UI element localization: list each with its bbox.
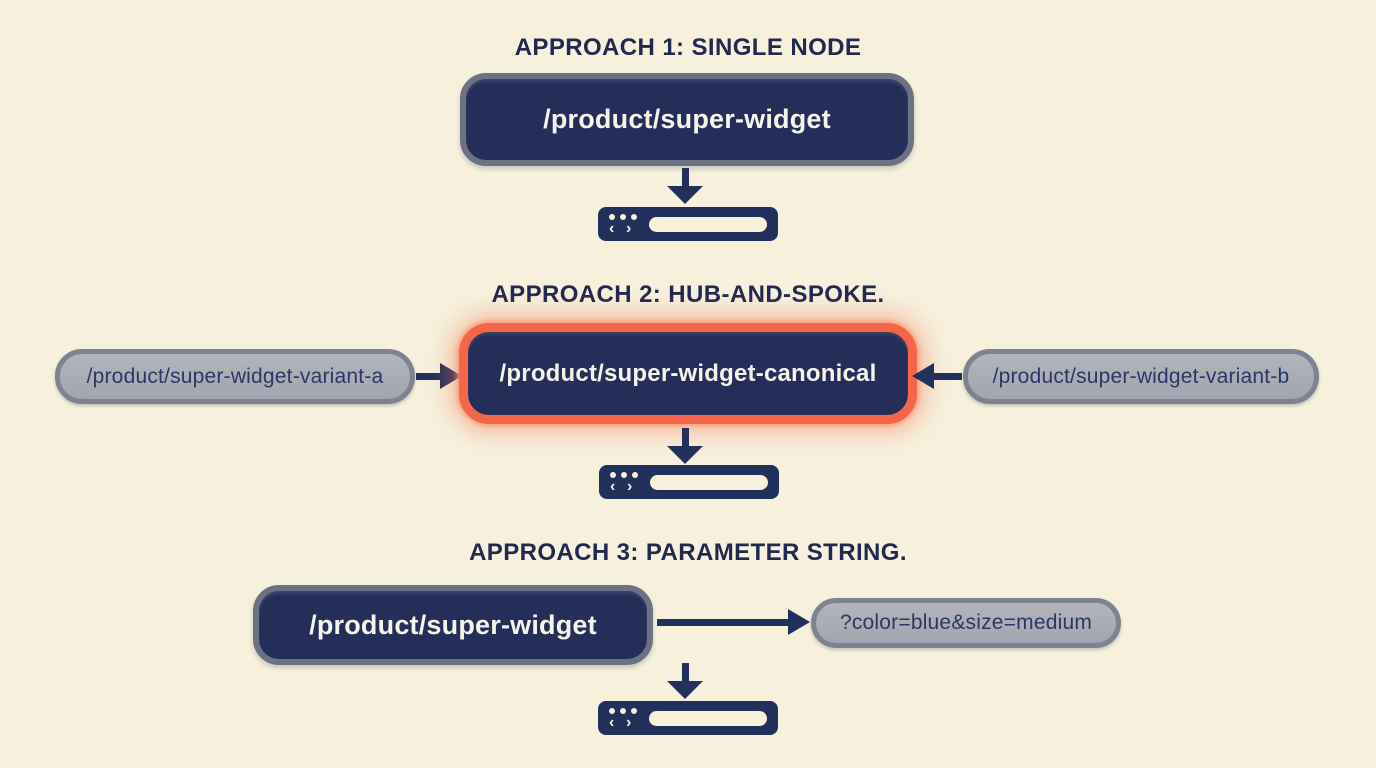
approach-3-url-node: /product/super-widget <box>253 585 653 665</box>
browser-forward-icon: › <box>627 478 633 495</box>
arrow-variant-b-to-hub <box>912 363 962 389</box>
canonical-hub-label: /product/super-widget-canonical <box>499 359 877 387</box>
arrow-node-to-parameter <box>657 609 810 635</box>
canonical-hub-node: /product/super-widget-canonical <box>459 323 917 424</box>
parameter-string-label: ?color=blue&size=medium <box>839 611 1093 634</box>
arrow-down-hub-to-browser-2 <box>667 428 703 464</box>
browser-window-dots-icon <box>609 214 637 220</box>
arrow-down-node-to-browser-1 <box>667 168 703 204</box>
approach-2-title: APPROACH 2: HUB-AND-SPOKE. <box>491 281 885 308</box>
approach-1-url-node: /product/super-widget <box>460 73 914 166</box>
approach-3-url-label: /product/super-widget <box>309 609 597 640</box>
browser-address-bar <box>650 475 768 490</box>
browser-icon-3: ‹ › <box>598 701 778 735</box>
browser-window-dots-icon <box>609 708 637 714</box>
browser-icon-1: ‹ › <box>598 207 778 241</box>
browser-back-icon: ‹ <box>610 478 616 495</box>
approach-1-url-label: /product/super-widget <box>543 104 831 134</box>
browser-back-icon: ‹ <box>609 714 615 731</box>
variant-a-label: /product/super-widget-variant-a <box>86 364 384 388</box>
browser-window-dots-icon <box>610 472 638 478</box>
browser-back-icon: ‹ <box>609 220 615 237</box>
arrow-variant-a-to-hub <box>416 363 462 389</box>
browser-forward-icon: › <box>626 220 632 237</box>
approach-1-title: APPROACH 1: SINGLE NODE <box>514 34 862 61</box>
browser-address-bar <box>649 711 767 726</box>
variant-b-node: /product/super-widget-variant-b <box>963 349 1319 404</box>
variant-a-node: /product/super-widget-variant-a <box>55 349 415 404</box>
approach-3-title: APPROACH 3: PARAMETER STRING. <box>469 539 907 566</box>
variant-b-label: /product/super-widget-variant-b <box>992 364 1290 388</box>
browser-icon-2: ‹ › <box>599 465 779 499</box>
browser-forward-icon: › <box>626 714 632 731</box>
browser-address-bar <box>649 217 767 232</box>
parameter-string-node: ?color=blue&size=medium <box>811 598 1121 648</box>
arrow-down-to-browser-3 <box>667 663 703 699</box>
